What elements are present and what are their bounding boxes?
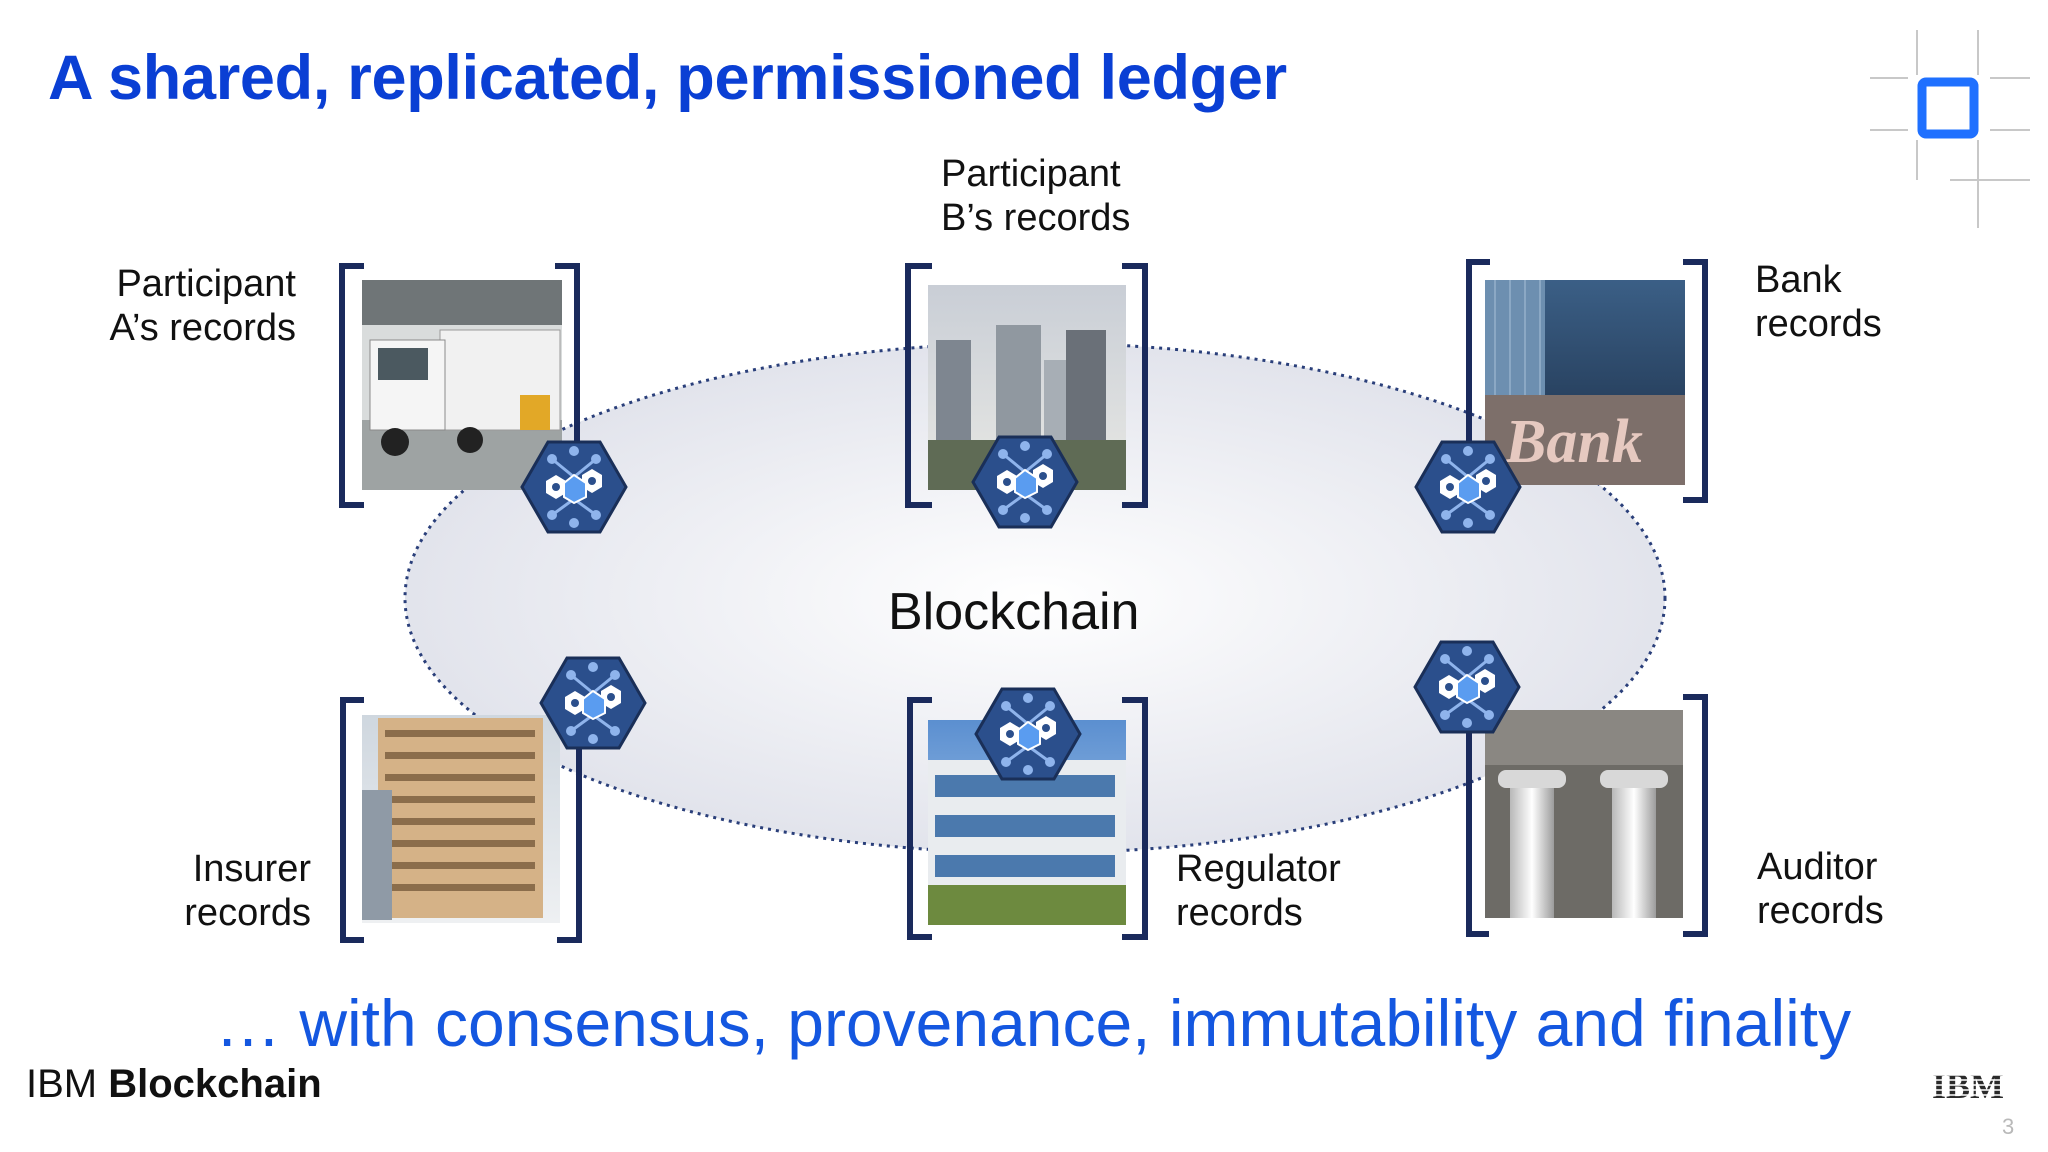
ibm-logo-icon: IBM bbox=[1932, 1068, 2016, 1102]
insurer-label: Insurer records bbox=[184, 848, 311, 934]
participant-b-bracket bbox=[905, 263, 1148, 508]
brand-bold-text: Blockchain bbox=[108, 1062, 322, 1106]
bank-image: Bank bbox=[1485, 280, 1685, 485]
regulator-bracket bbox=[907, 697, 1148, 940]
page-number: 3 bbox=[2002, 1114, 2015, 1139]
bank-label: Bank records bbox=[1755, 259, 1882, 345]
tagline: … with consensus, provenance, immutabili… bbox=[215, 986, 1852, 1060]
brand-light-text: IBM bbox=[26, 1062, 109, 1106]
ibm-blockchain-brand: IBM Blockchain bbox=[26, 1062, 322, 1107]
blockchain-ring bbox=[403, 341, 1667, 855]
auditor-image bbox=[1485, 710, 1683, 918]
ibm-blockchain-mark-icon bbox=[1870, 30, 2030, 228]
participant-a-label: Participant A’s records bbox=[109, 263, 296, 349]
regulator-label: Regulator records bbox=[1176, 848, 1341, 934]
participant-a-image bbox=[362, 280, 562, 490]
blockchain-label: Blockchain bbox=[888, 583, 1140, 641]
participant-b-label: Participant B’s records bbox=[941, 153, 1131, 239]
auditor-label: Auditor records bbox=[1757, 846, 1884, 932]
bank-sign-text: Bank bbox=[1504, 408, 1643, 476]
insurer-image bbox=[362, 715, 560, 923]
slide-title: A shared, replicated, permissioned ledge… bbox=[48, 43, 1287, 113]
